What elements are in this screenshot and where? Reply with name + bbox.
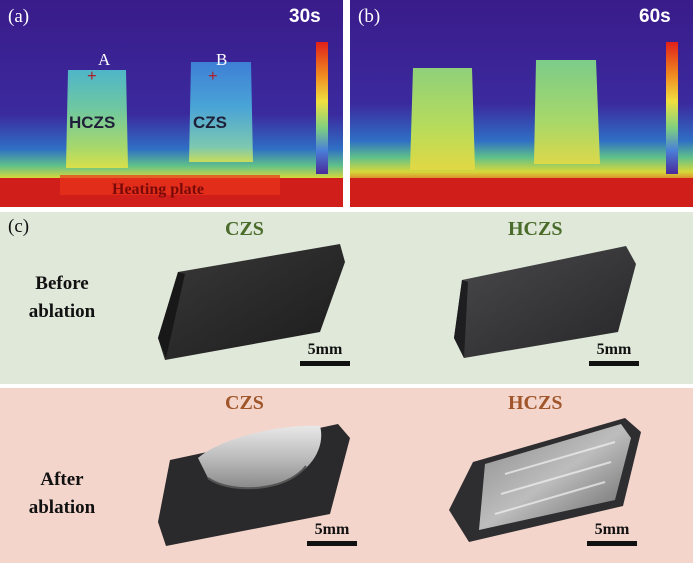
hczs-title: HCZS <box>508 218 563 240</box>
before-ablation-panel: (c) Before ablation CZS HCZS 5mm <box>0 212 693 384</box>
scale-bar-left: 5mm <box>303 521 361 546</box>
hczs-title: HCZS <box>508 392 563 414</box>
sample-right-thermal <box>534 60 600 164</box>
hczs-sample-photo <box>454 246 636 358</box>
scale-bar-label: 5mm <box>594 521 630 538</box>
hczs-ablated-sample-photo <box>449 418 641 542</box>
scale-bar-label: 5mm <box>314 521 350 538</box>
before-ablation-text: Before ablation <box>28 273 96 322</box>
scale-bar-label: 5mm <box>307 341 343 358</box>
czs-sample-thermal <box>189 62 253 162</box>
panel-tag: (a) <box>8 6 30 27</box>
hczs-label: HCZS <box>69 113 116 132</box>
czs-sample-photo <box>158 244 345 360</box>
after-ablation-panel: After ablation CZS HCZS 5mm <box>0 388 693 563</box>
after-ablation-label: After ablation <box>14 466 110 522</box>
scale-bar-label: 5mm <box>596 341 632 358</box>
thermal-image-a <box>0 0 343 207</box>
thermal-panel-a: (a) 30s A B + + HCZS CZS Heating plate <box>0 0 343 207</box>
hczs-sample-thermal <box>66 70 128 168</box>
thermal-panel-b: (b) 60s <box>350 0 693 207</box>
czs-ablated-sample-photo <box>158 424 350 546</box>
point-a-label: A <box>98 50 111 69</box>
czs-title: CZS <box>225 218 264 240</box>
point-b-marker: + <box>208 66 218 85</box>
heating-plate-label: Heating plate <box>112 181 204 198</box>
scale-bar-line <box>300 361 350 366</box>
time-label: 30s <box>289 6 321 27</box>
point-b-label: B <box>216 50 228 69</box>
after-ablation-text: After ablation <box>28 469 96 518</box>
panel-tag: (b) <box>358 6 381 27</box>
scale-bar-right: 5mm <box>585 341 643 366</box>
scale-bar-line <box>307 541 357 546</box>
sample-left-thermal <box>410 68 475 170</box>
scale-bar-right: 5mm <box>583 521 641 546</box>
czs-title: CZS <box>225 392 264 414</box>
thermal-image-b <box>350 0 693 207</box>
scale-bar-line <box>589 361 639 366</box>
scale-bar-line <box>587 541 637 546</box>
scale-bar-left: 5mm <box>296 341 354 366</box>
time-label: 60s <box>639 6 671 27</box>
czs-label: CZS <box>193 113 227 132</box>
color-scale-bar <box>666 42 678 174</box>
color-scale-bar <box>316 42 328 174</box>
panel-tag: (c) <box>8 216 30 237</box>
before-ablation-label: Before ablation <box>14 270 110 326</box>
point-a-marker: + <box>87 66 97 85</box>
